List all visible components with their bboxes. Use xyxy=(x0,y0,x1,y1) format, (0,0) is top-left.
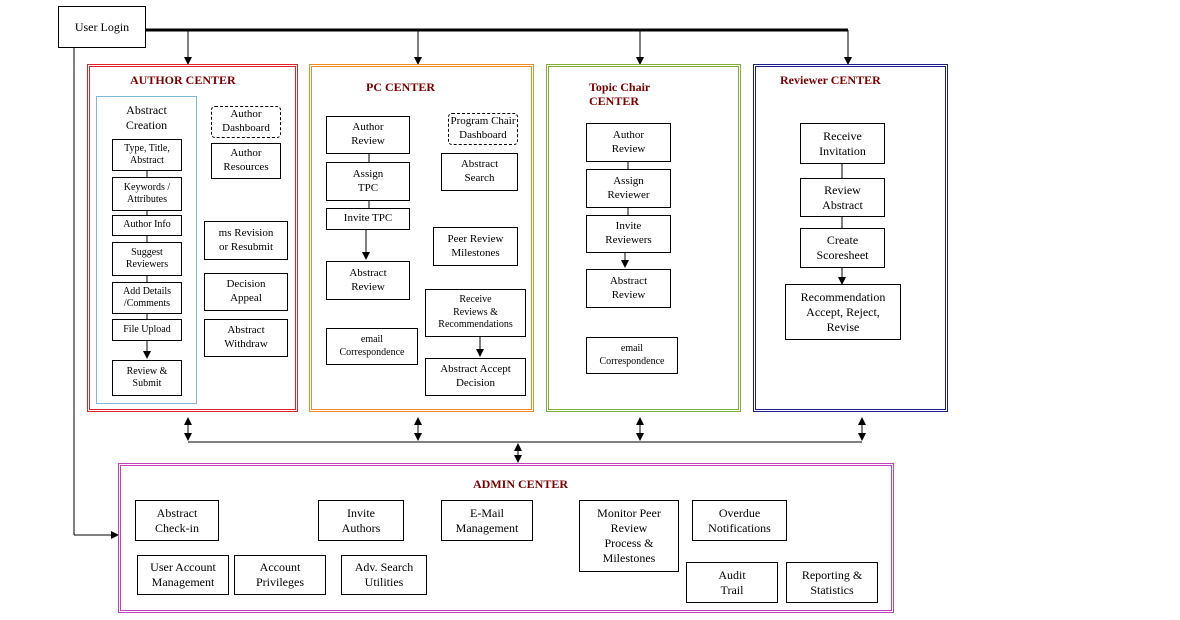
audit-trail[interactable]: Audit Trail xyxy=(686,562,778,603)
topic-center-panel xyxy=(546,64,741,412)
abstract-withdraw[interactable]: Abstract Withdraw xyxy=(204,319,288,357)
step-type-title[interactable]: Type, Title, Abstract xyxy=(112,139,182,171)
pc-author-review[interactable]: Author Review xyxy=(326,116,410,154)
invite-tpc[interactable]: Invite TPC xyxy=(326,208,410,230)
account-privileges[interactable]: Account Privileges xyxy=(234,555,326,595)
author-resources[interactable]: Author Resources xyxy=(211,143,281,179)
abstract-creation-title: Abstract Creation xyxy=(125,103,168,132)
step-suggest-reviewers[interactable]: Suggest Reviewers xyxy=(112,242,182,276)
pc-center-title: PC CENTER xyxy=(366,80,436,94)
step-review-submit[interactable]: Review & Submit xyxy=(112,360,182,396)
reviewer-center-panel xyxy=(753,64,948,412)
abstract-search[interactable]: Abstract Search xyxy=(441,153,518,191)
monitor-peer-review[interactable]: Monitor Peer Review Process & Milestones xyxy=(579,500,679,572)
assign-tpc[interactable]: Assign TPC xyxy=(326,162,410,201)
author-center-panel xyxy=(87,64,298,412)
step-keywords[interactable]: Keywords / Attributes xyxy=(112,177,182,211)
abstract-checkin[interactable]: Abstract Check-in xyxy=(135,500,219,541)
pc-email-correspondence[interactable]: email Correspondence xyxy=(326,328,418,365)
pc-center-panel xyxy=(309,64,534,412)
topic-abstract-review[interactable]: Abstract Review xyxy=(586,269,671,308)
email-management[interactable]: E-Mail Management xyxy=(441,500,533,541)
invite-authors[interactable]: Invite Authors xyxy=(318,500,404,541)
invite-reviewers[interactable]: Invite Reviewers xyxy=(586,215,671,253)
author-center-title: AUTHOR CENTER xyxy=(130,73,236,87)
receive-invitation[interactable]: Receive Invitation xyxy=(800,123,885,164)
create-scoresheet[interactable]: Create Scoresheet xyxy=(800,228,885,268)
overdue-notifications[interactable]: Overdue Notifications xyxy=(692,500,787,541)
step-author-info[interactable]: Author Info xyxy=(112,215,182,236)
program-chair-dashboard[interactable]: Program Chair Dashboard xyxy=(448,113,518,145)
reviewer-center-title: Reviewer CENTER xyxy=(780,73,881,87)
topic-author-review[interactable]: Author Review xyxy=(586,123,671,162)
reporting-statistics[interactable]: Reporting & Statistics xyxy=(786,562,878,603)
adv-search-utilities[interactable]: Adv. Search Utilities xyxy=(341,555,427,595)
peer-review-milestones[interactable]: Peer Review Milestones xyxy=(433,227,518,266)
assign-reviewer[interactable]: Assign Reviewer xyxy=(586,169,671,208)
step-file-upload[interactable]: File Upload xyxy=(112,319,182,341)
receive-reviews[interactable]: Receive Reviews & Recommendations xyxy=(425,289,526,337)
review-abstract[interactable]: Review Abstract xyxy=(800,178,885,217)
recommendation[interactable]: Recommendation Accept, Reject, Revise xyxy=(785,284,901,340)
topic-email-correspondence[interactable]: email Correspondence xyxy=(586,337,678,374)
step-add-details[interactable]: Add Details /Comments xyxy=(112,282,182,314)
admin-center-title: ADMIN CENTER xyxy=(473,477,569,491)
user-account-management[interactable]: User Account Management xyxy=(137,555,229,595)
user-login-box[interactable]: User Login xyxy=(58,6,146,48)
pc-abstract-review[interactable]: Abstract Review xyxy=(326,261,410,300)
ms-revision[interactable]: ms Revision or Resubmit xyxy=(204,221,288,260)
abstract-creation-group xyxy=(96,96,197,404)
author-dashboard[interactable]: Author Dashboard xyxy=(211,106,281,138)
topic-center-title: Topic Chair CENTER xyxy=(589,80,651,109)
abstract-accept-decision[interactable]: Abstract Accept Decision xyxy=(425,358,526,396)
admin-center-panel xyxy=(118,463,894,613)
decision-appeal[interactable]: Decision Appeal xyxy=(204,273,288,311)
